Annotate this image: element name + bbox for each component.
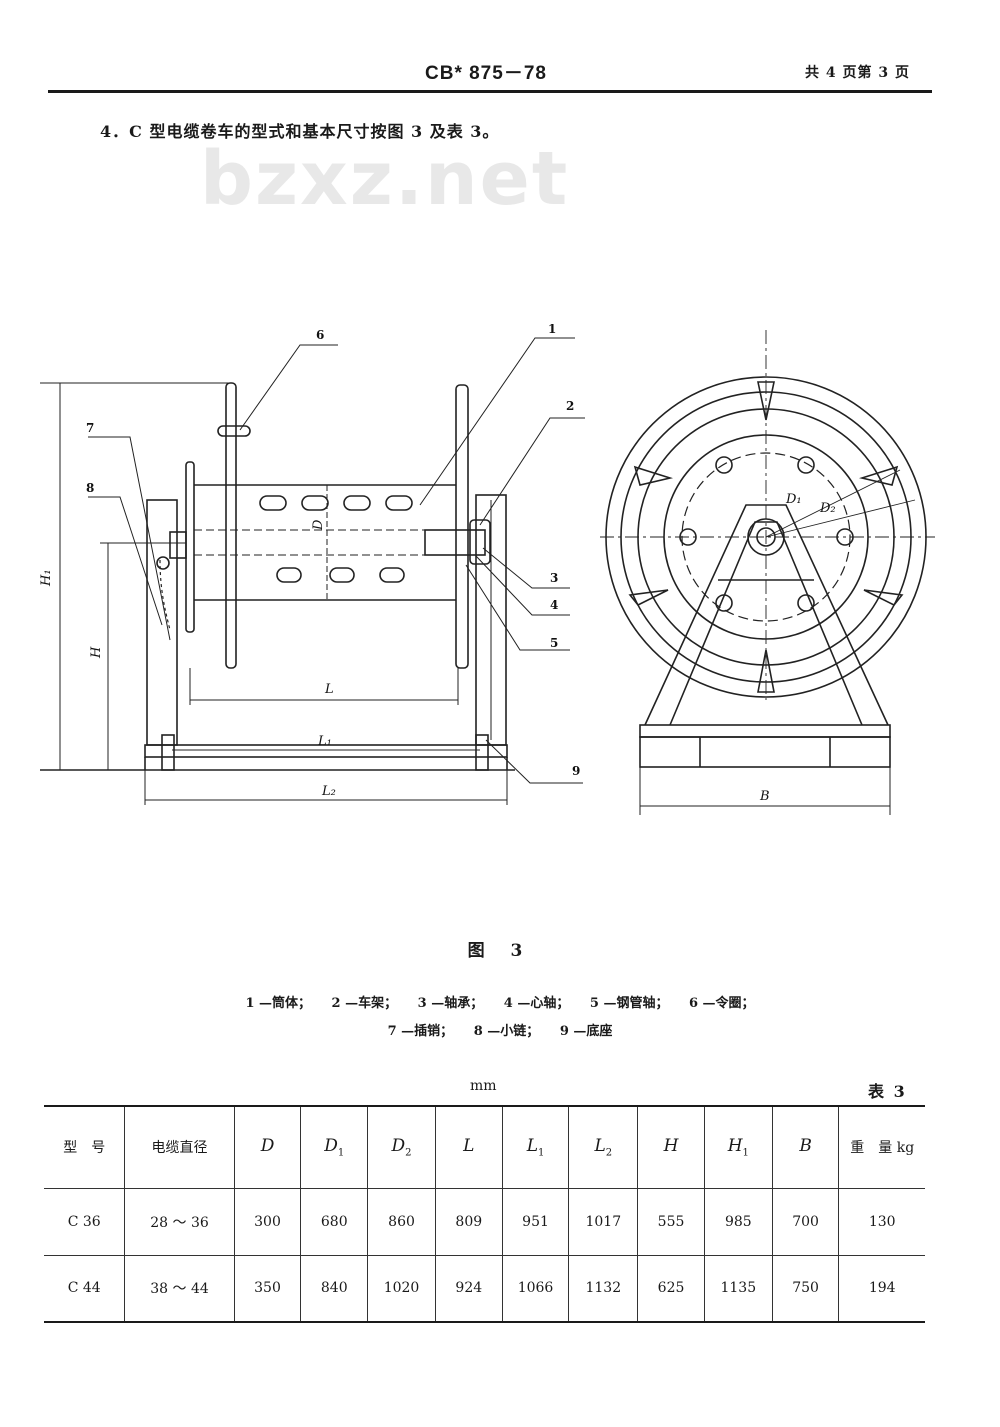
spec-table: 型 号 电缆直径 D D1 D2 L L1 L2 H H1 B 重 量 kg C…	[44, 1105, 925, 1323]
header-L1: L1	[502, 1106, 570, 1189]
standard-code: CB* 875－78	[425, 63, 547, 84]
table-cell: 750	[772, 1255, 840, 1322]
header-D: D	[234, 1106, 302, 1189]
table-label: 表 3	[868, 1082, 907, 1101]
legend-item: 4 —心轴；	[503, 996, 570, 1011]
callout-8: 8	[86, 481, 94, 495]
table-cell: 1132	[568, 1255, 639, 1322]
table-cell: 700	[772, 1188, 840, 1256]
table-cell: 625	[637, 1255, 705, 1322]
callout-5: 5	[550, 636, 558, 650]
table-cell: 555	[637, 1188, 705, 1256]
header-cable-diameter: 电缆直径	[124, 1106, 235, 1189]
table-header-row: 型 号 电缆直径 D D1 D2 L L1 L2 H H1 B 重 量 kg	[44, 1106, 925, 1189]
table-cell: 300	[234, 1188, 302, 1256]
legend-line-1: 1 —筒体； 2 —车架； 3 —轴承； 4 —心轴； 5 —钢管轴； 6 —令…	[0, 992, 1000, 1011]
callout-9: 9	[572, 764, 580, 778]
table-cell: 860	[367, 1188, 436, 1256]
table-cell: 1135	[704, 1255, 773, 1322]
callout-2: 2	[566, 399, 574, 413]
table-cell: C 44	[44, 1255, 126, 1322]
technical-drawing: H₁ H L L₁ L₂ D B D₁ D₂ 1 2 3 4 5 6 7 8 9	[39, 322, 935, 815]
table-cell: 1020	[367, 1255, 436, 1322]
legend-item: 1 —筒体；	[245, 996, 312, 1011]
header-model: 型 号	[44, 1106, 126, 1189]
page-info: 共 4 页第 3 页	[805, 65, 910, 81]
table-cell: 194	[868, 1280, 896, 1297]
table-cell: 350	[234, 1255, 302, 1322]
header-D2: D2	[367, 1106, 436, 1189]
table-cell: 28 ～ 36	[124, 1188, 235, 1256]
legend-line-2: 7 —插销； 8 —小链； 9 —底座	[0, 1020, 1000, 1039]
legend-item: 2 —车架；	[331, 996, 398, 1011]
table-row: C 44 38 ～ 44 350 840 1020 924 1066 1132 …	[44, 1255, 925, 1322]
callout-7: 7	[86, 421, 94, 435]
table-cell: 924	[435, 1255, 503, 1322]
figure-caption: 图 3	[467, 941, 533, 961]
legend-item: 7 —插销；	[387, 1024, 454, 1039]
header-H: H	[637, 1106, 705, 1189]
table-cell: 951	[502, 1188, 570, 1256]
legend-item: 8 —小链；	[473, 1024, 540, 1039]
header-L: L	[435, 1106, 503, 1189]
legend-item: 9 —底座	[559, 1024, 613, 1039]
dim-L2: L₂	[321, 784, 336, 799]
header-rule	[48, 90, 932, 93]
table-cell: 1066	[502, 1255, 570, 1322]
legend-item: 5 —钢管轴；	[589, 996, 669, 1011]
header-weight: 重 量 kg	[838, 1106, 925, 1189]
legend-item: 3 —轴承；	[417, 996, 484, 1011]
dim-L1: L₁	[317, 734, 332, 749]
callout-3: 3	[550, 571, 558, 585]
table-cell: 985	[704, 1188, 773, 1256]
table-unit: mm	[470, 1078, 497, 1094]
header-H1: H1	[704, 1106, 773, 1189]
table-cell: 840	[300, 1255, 369, 1322]
table-cell: 130	[838, 1188, 925, 1256]
dim-H: H	[89, 646, 104, 659]
intro-paragraph: 4．C 型电缆卷车的型式和基本尺寸按图 3 及表 3。	[100, 122, 500, 141]
header-D1: D1	[300, 1106, 369, 1189]
watermark: bzxz.net	[200, 136, 570, 222]
table-cell: 38 ～ 44	[124, 1255, 235, 1322]
table-cell: 1017	[568, 1188, 639, 1256]
dim-D: D	[311, 519, 326, 531]
callout-1: 1	[548, 322, 556, 336]
dim-B: B	[759, 789, 770, 804]
table-cell: 809	[435, 1188, 503, 1256]
dim-L: L	[324, 682, 334, 697]
callout-6: 6	[316, 328, 324, 342]
header-L2: L2	[568, 1106, 639, 1189]
dim-D2: D₂	[819, 501, 836, 516]
callout-4: 4	[550, 598, 558, 612]
table-row: C 36 28 ～ 36 300 680 860 809 951 1017 55…	[44, 1188, 925, 1256]
table-cell: C 36	[44, 1188, 126, 1256]
table-cell: 680	[300, 1188, 369, 1256]
dim-D1: D₁	[785, 492, 802, 507]
header-B: B	[772, 1106, 840, 1189]
legend-item: 6 —令圈；	[688, 996, 755, 1011]
dim-H1: H₁	[39, 569, 54, 587]
